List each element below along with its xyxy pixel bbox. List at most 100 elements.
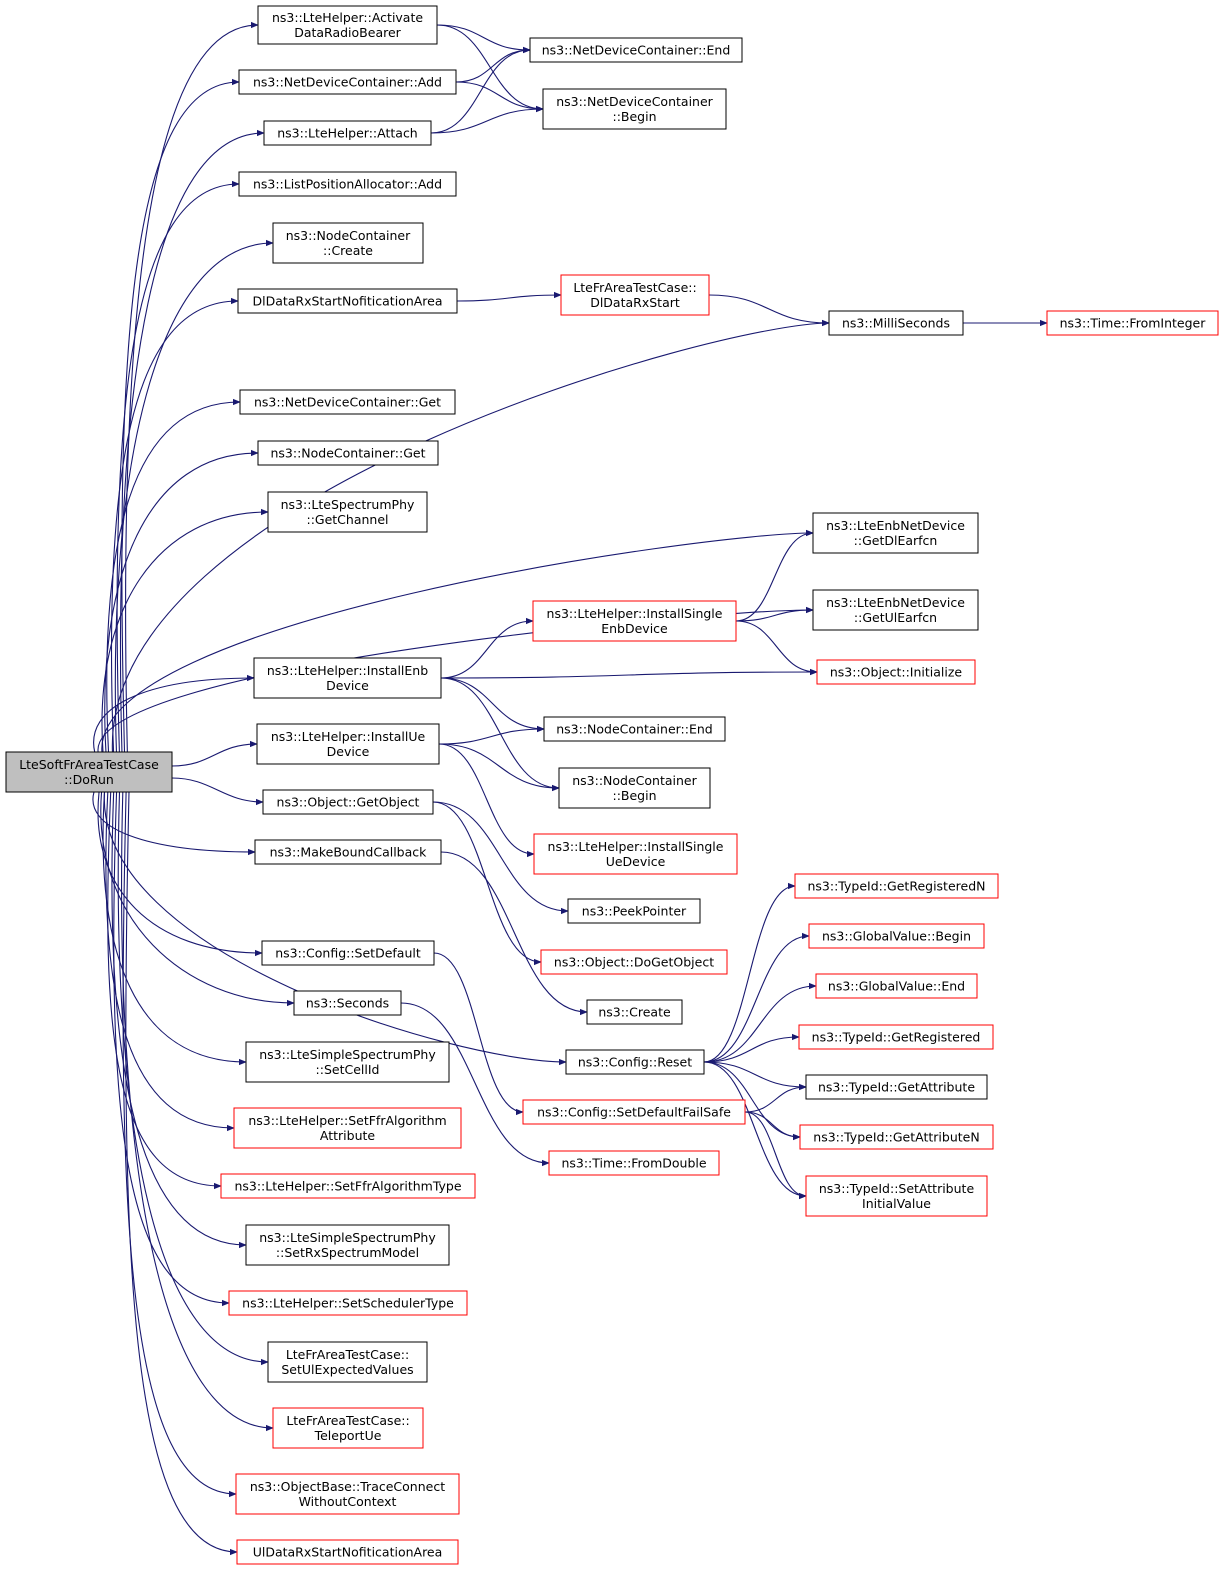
node-cfg_setdef[interactable]: ns3::Config::SetDefault: [261, 940, 435, 966]
node-nc_create[interactable]: ns3::NodeContainer::Create: [272, 222, 424, 264]
node-cfg_reset[interactable]: ns3::Config::Reset: [565, 1049, 705, 1075]
node-mbc[interactable]: ns3::MakeBoundCallback: [254, 839, 442, 865]
node-setcellid[interactable]: ns3::LteSimpleSpectrumPhy::SetCellId: [245, 1041, 450, 1083]
node-setsched[interactable]: ns3::LteHelper::SetSchedulerType: [228, 1290, 468, 1316]
node-box[interactable]: [815, 973, 978, 999]
node-box[interactable]: [567, 898, 701, 924]
node-create[interactable]: ns3::Create: [586, 999, 683, 1025]
node-time_fromint[interactable]: ns3::Time::FromInteger: [1046, 310, 1219, 336]
node-box[interactable]: [794, 873, 999, 899]
node-tid_getreg[interactable]: ns3::TypeId::GetRegistered: [798, 1024, 994, 1050]
node-box[interactable]: [262, 789, 434, 815]
node-box[interactable]: [237, 288, 458, 314]
node-box[interactable]: [236, 1539, 459, 1565]
node-setulexp[interactable]: LteFrAreaTestCase::SetUlExpectedValues: [267, 1341, 428, 1383]
node-traceconn[interactable]: ns3::ObjectBase::TraceConnectWithoutCont…: [235, 1473, 460, 1515]
node-box[interactable]: [263, 120, 432, 146]
node-dogetobject[interactable]: ns3::Object::DoGetObject: [540, 949, 728, 975]
node-ndc_end[interactable]: ns3::NetDeviceContainer::End: [529, 37, 743, 63]
node-box[interactable]: [238, 171, 457, 197]
node-box[interactable]: [828, 310, 964, 336]
node-time_fromdouble[interactable]: ns3::Time::FromDouble: [548, 1150, 720, 1176]
node-box[interactable]: [812, 589, 979, 631]
node-getchannel[interactable]: ns3::LteSpectrumPhy::GetChannel: [267, 491, 428, 533]
node-box[interactable]: [540, 949, 728, 975]
node-ndc_add[interactable]: ns3::NetDeviceContainer::Add: [238, 69, 457, 95]
node-box[interactable]: [293, 990, 402, 1016]
node-box[interactable]: [272, 1407, 424, 1449]
node-box[interactable]: [542, 88, 727, 130]
node-box[interactable]: [548, 1150, 720, 1176]
node-box[interactable]: [808, 923, 985, 949]
node-box[interactable]: [228, 1290, 468, 1316]
node-box[interactable]: [558, 767, 711, 809]
node-box[interactable]: [238, 69, 457, 95]
node-box[interactable]: [245, 1041, 450, 1083]
node-nc_begin[interactable]: ns3::NodeContainer::Begin: [558, 767, 711, 809]
node-box[interactable]: [253, 657, 442, 699]
node-tid_getregn[interactable]: ns3::TypeId::GetRegisteredN: [794, 873, 999, 899]
node-obj_init[interactable]: ns3::Object::Initialize: [816, 659, 976, 685]
node-box[interactable]: [261, 940, 435, 966]
node-box[interactable]: [235, 1473, 460, 1515]
node-ndc_begin[interactable]: ns3::NetDeviceContainer::Begin: [542, 88, 727, 130]
node-box[interactable]: [816, 659, 976, 685]
node-box[interactable]: [533, 833, 738, 875]
node-setrxsm[interactable]: ns3::LteSimpleSpectrumPhy::SetRxSpectrum…: [245, 1224, 450, 1266]
node-box[interactable]: [532, 600, 737, 642]
node-gv_begin[interactable]: ns3::GlobalValue::Begin: [808, 923, 985, 949]
node-peekpointer[interactable]: ns3::PeekPointer: [567, 898, 701, 924]
node-getdlearfcn[interactable]: ns3::LteEnbNetDevice::GetDlEarfcn: [812, 512, 979, 554]
node-box[interactable]: [1046, 310, 1219, 336]
node-box[interactable]: [522, 1099, 746, 1125]
node-dl_area[interactable]: DlDataRxStartNofiticationArea: [237, 288, 458, 314]
node-nc_get[interactable]: ns3::NodeContainer::Get: [257, 440, 439, 466]
node-box[interactable]: [798, 1024, 994, 1050]
node-root[interactable]: LteSoftFrAreaTestCase::DoRun: [5, 751, 173, 793]
node-box[interactable]: [233, 1107, 462, 1149]
node-tid_getattr[interactable]: ns3::TypeId::GetAttribute: [805, 1074, 988, 1100]
node-lpa_add[interactable]: ns3::ListPositionAllocator::Add: [238, 171, 457, 197]
node-setffrtype[interactable]: ns3::LteHelper::SetFfrAlgorithmType: [220, 1173, 476, 1199]
node-ndc_get[interactable]: ns3::NetDeviceContainer::Get: [239, 389, 456, 415]
node-box[interactable]: [560, 274, 710, 316]
node-box[interactable]: [256, 723, 440, 765]
node-getobject[interactable]: ns3::Object::GetObject: [262, 789, 434, 815]
node-box[interactable]: [239, 389, 456, 415]
node-box[interactable]: [805, 1175, 988, 1217]
node-seconds[interactable]: ns3::Seconds: [293, 990, 402, 1016]
node-box[interactable]: [586, 999, 683, 1025]
node-cfg_setdeffs[interactable]: ns3::Config::SetDefaultFailSafe: [522, 1099, 746, 1125]
node-box[interactable]: [267, 1341, 428, 1383]
node-box[interactable]: [267, 491, 428, 533]
node-attach[interactable]: ns3::LteHelper::Attach: [263, 120, 432, 146]
node-milliseconds[interactable]: ns3::MilliSeconds: [828, 310, 964, 336]
node-box[interactable]: [799, 1124, 994, 1150]
node-teleport[interactable]: LteFrAreaTestCase::TeleportUe: [272, 1407, 424, 1449]
node-box[interactable]: [5, 751, 173, 793]
node-box[interactable]: [812, 512, 979, 554]
node-gv_end[interactable]: ns3::GlobalValue::End: [815, 973, 978, 999]
node-tid_getattrn[interactable]: ns3::TypeId::GetAttributeN: [799, 1124, 994, 1150]
node-dlrxstart[interactable]: LteFrAreaTestCase::DlDataRxStart: [560, 274, 710, 316]
node-box[interactable]: [257, 5, 438, 45]
node-nc_end[interactable]: ns3::NodeContainer::End: [543, 716, 726, 742]
node-box[interactable]: [254, 839, 442, 865]
node-box[interactable]: [220, 1173, 476, 1199]
node-getulearfcn[interactable]: ns3::LteEnbNetDevice::GetUlEarfcn: [812, 589, 979, 631]
node-box[interactable]: [245, 1224, 450, 1266]
node-ul_area[interactable]: UlDataRxStartNofiticationArea: [236, 1539, 459, 1565]
node-box[interactable]: [257, 440, 439, 466]
node-box[interactable]: [529, 37, 743, 63]
node-box[interactable]: [565, 1049, 705, 1075]
node-box[interactable]: [805, 1074, 988, 1100]
node-box[interactable]: [543, 716, 726, 742]
node-box[interactable]: [272, 222, 424, 264]
